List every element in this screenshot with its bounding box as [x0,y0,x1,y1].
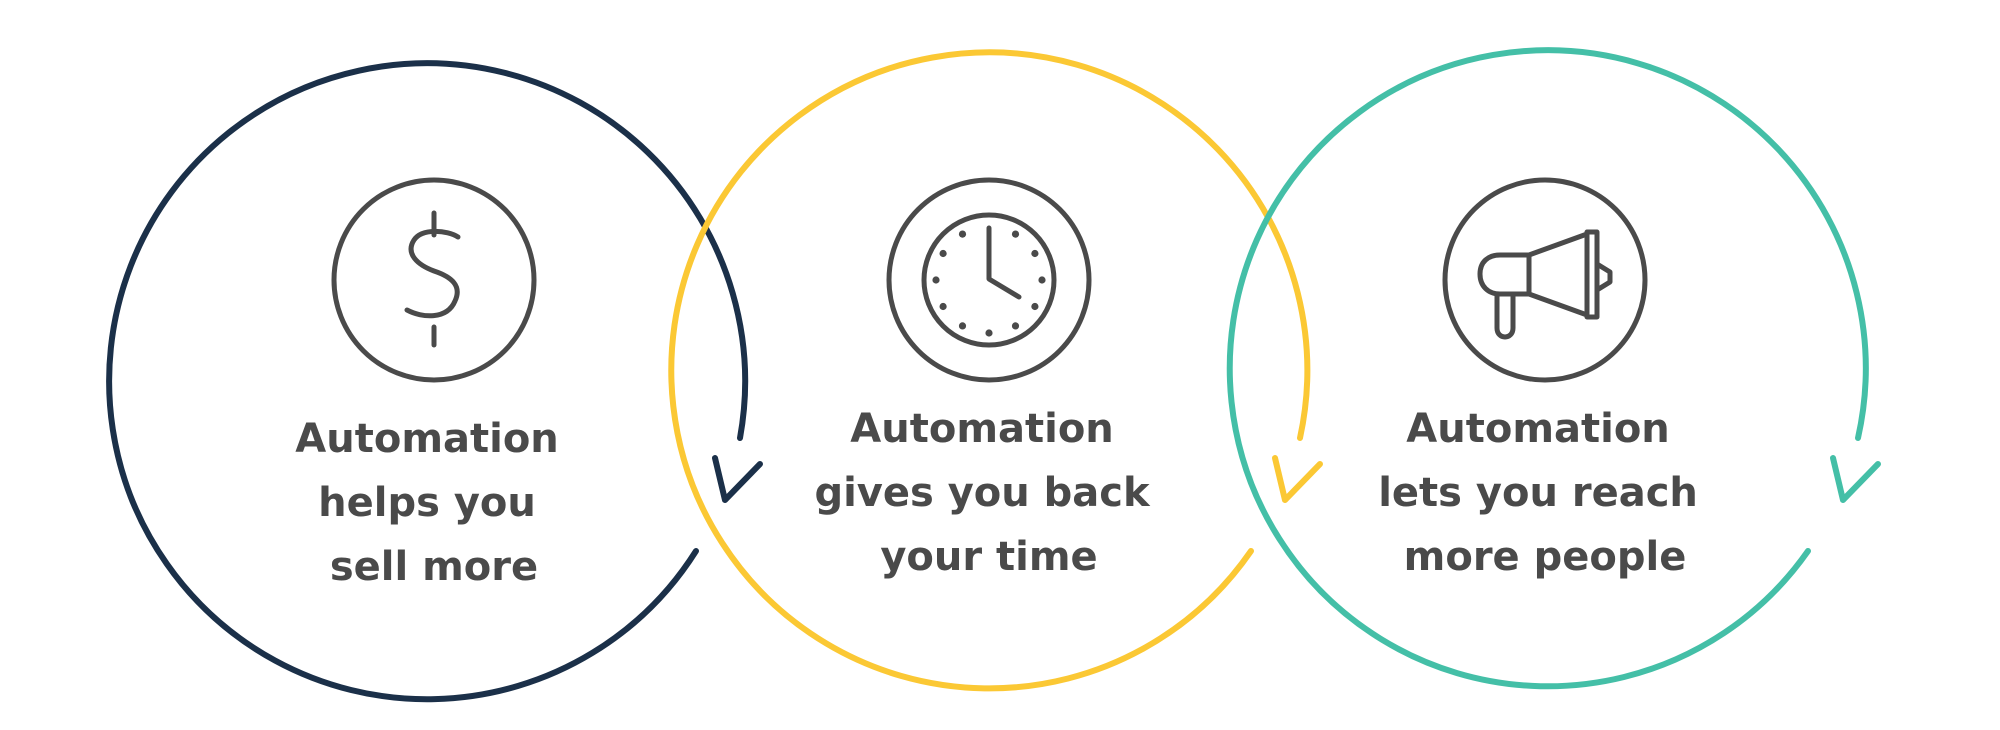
clock-hour-dot [958,230,967,238]
ring-3-arrowhead [1830,455,1881,503]
caption-line-3: Automation lets you reach more people [1378,406,1712,580]
megaphone-icon-circle [1442,177,1648,383]
ring-1-arrowhead [712,455,763,503]
dollar-icon [404,210,461,348]
cycle-reach-people: Automation lets you reach more people [1226,47,1881,690]
dollar-icon-circle [331,177,537,383]
clock-hour-dot [1038,276,1046,284]
caption-1-line-1: Automation [295,416,559,462]
caption-2-line-3: your time [880,534,1097,580]
caption-3-line-3: more people [1404,534,1687,580]
ring-2-arc [668,49,1311,692]
cycle-sell-more: Automation helps you sell more [106,60,763,703]
caption-3-line-1: Automation [1406,406,1670,452]
clock-icon-outer-circle [886,177,1092,383]
caption-1-line-3: sell more [330,544,538,590]
clock-hour-dot [1011,230,1020,238]
caption-3-line-2: lets you reach [1378,470,1698,516]
clock-hour-dot [958,322,967,330]
ring-2-arrowhead [1272,455,1323,503]
ring-3-arc [1226,47,1869,690]
caption-line-1: Automation helps you sell more [295,416,572,590]
caption-2-line-2: gives you back [814,470,1151,516]
clock-hour-dot [932,276,940,284]
clock-hour-dot [985,329,993,337]
caption-2-line-1: Automation [850,406,1114,452]
clock-hour-dot [1031,302,1039,311]
clock-hour-dot [1011,322,1020,330]
clock-hour-dot [1031,249,1039,258]
caption-1-line-2: helps you [318,480,536,526]
caption-line-2: Automation gives you back your time [814,406,1163,580]
clock-icon [921,212,1057,348]
cycle-time-back: Automation gives you back your time [668,49,1323,692]
megaphone-icon [1477,229,1613,340]
clock-hour-dot [939,249,947,258]
clock-hour-dot [939,302,947,311]
ring-1-arc [106,60,749,703]
